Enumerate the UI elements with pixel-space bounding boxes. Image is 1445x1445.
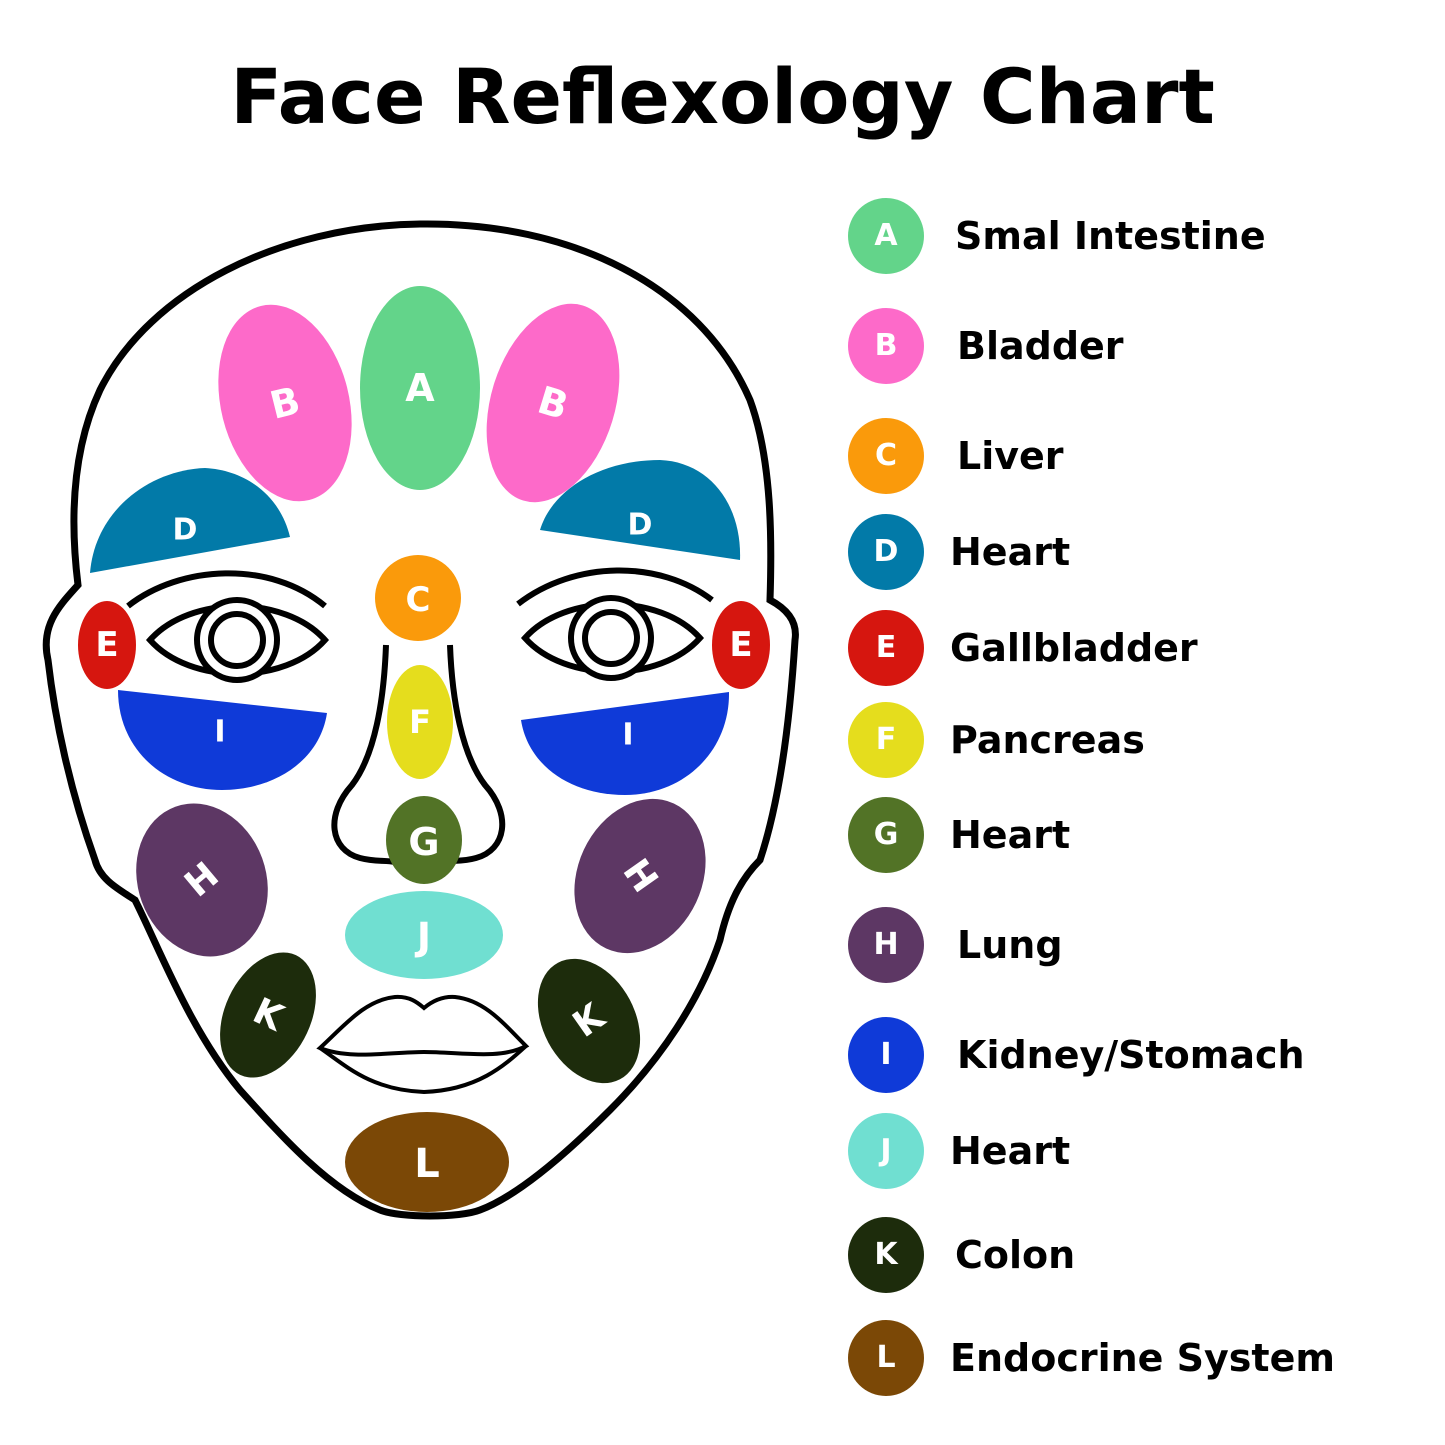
legend-label-c: Liver <box>957 434 1064 478</box>
zone-i-right-label: I <box>622 718 633 753</box>
legend-label-g: Heart <box>950 813 1071 857</box>
legend-label-e: Gallbladder <box>950 626 1198 670</box>
zone-g-label: G <box>408 820 439 864</box>
legend-label-h: Lung <box>957 923 1063 967</box>
zone-j <box>345 891 503 979</box>
zone-d-right-label: D <box>628 508 653 543</box>
legend-item-h: H Lung <box>0 907 1445 987</box>
legend-label-j: Heart <box>950 1129 1071 1173</box>
zone-c <box>375 555 461 641</box>
zone-h-left <box>136 803 268 957</box>
zone-b-left <box>218 304 352 502</box>
legend-swatch-j: J <box>848 1113 924 1189</box>
zone-h-right <box>574 798 706 954</box>
legend-swatch-e: E <box>848 610 924 686</box>
legend-item-f: F Pancreas <box>0 702 1445 782</box>
eye-right <box>520 595 705 681</box>
zone-k-right <box>537 958 641 1084</box>
zone-e-left <box>78 601 136 689</box>
legend-item-j: J Heart <box>0 1113 1445 1193</box>
legend-swatch-c: C <box>848 418 924 494</box>
zone-a <box>360 286 480 490</box>
legend-item-d: D Heart <box>0 514 1445 594</box>
zone-i-left-label: I <box>214 715 225 750</box>
legend-swatch-k: K <box>848 1217 924 1293</box>
legend-swatch-g: G <box>848 797 924 873</box>
legend-item-b: B Bladder <box>0 308 1445 388</box>
zone-f <box>387 665 453 779</box>
zone-l-label: L <box>414 1141 440 1187</box>
legend-swatch-h: H <box>848 907 924 983</box>
legend-swatch-b: B <box>848 308 924 384</box>
zone-i-left <box>118 690 327 790</box>
legend-item-g: G Heart <box>0 797 1445 877</box>
zone-e-right <box>712 601 770 689</box>
zone-j-label: J <box>414 915 431 959</box>
zone-b-right <box>486 303 620 503</box>
zone-l <box>345 1112 509 1212</box>
legend-label-b: Bladder <box>957 324 1124 368</box>
legend-swatch-l: L <box>848 1320 924 1396</box>
zone-d-left <box>90 468 290 573</box>
legend-label-d: Heart <box>950 530 1071 574</box>
legend-label-f: Pancreas <box>950 718 1145 762</box>
zone-d-right <box>540 460 741 560</box>
legend-item-c: C Liver <box>0 418 1445 498</box>
legend-swatch-a: A <box>848 198 924 274</box>
legend-swatch-f: F <box>848 702 924 778</box>
zone-e-right-label: E <box>729 625 752 665</box>
zone-d-left-label: D <box>173 513 198 548</box>
brow-line-right <box>516 567 714 607</box>
lips <box>316 994 530 1095</box>
legend-item-i: I Kidney/Stomach <box>0 1017 1445 1097</box>
legend-label-i: Kidney/Stomach <box>957 1033 1305 1077</box>
zone-i-right <box>521 692 730 795</box>
chart-title: Face Reflexology Chart <box>230 52 1215 141</box>
legend-swatch-d: D <box>848 514 924 590</box>
zone-g <box>386 796 462 884</box>
nose-line-left <box>331 644 396 865</box>
legend-swatch-i: I <box>848 1017 924 1093</box>
nose-line-right <box>441 644 506 865</box>
legend-item-l: L Endocrine System <box>0 1320 1445 1400</box>
legend-label-l: Endocrine System <box>950 1336 1335 1380</box>
legend-item-a: A Smal Intestine <box>0 198 1445 278</box>
brow-line-left <box>126 570 327 609</box>
legend-item-e: E Gallbladder <box>0 610 1445 690</box>
zone-k-left <box>220 952 316 1078</box>
legend-label-a: Smal Intestine <box>955 214 1266 258</box>
eye-left <box>145 597 330 683</box>
legend-item-k: K Colon <box>0 1217 1445 1297</box>
zone-e-left-label: E <box>95 625 118 665</box>
zone-c-label: C <box>406 580 431 620</box>
zone-a-label: A <box>405 366 435 410</box>
legend-label-k: Colon <box>955 1233 1076 1277</box>
zone-f-label: F <box>409 703 431 741</box>
